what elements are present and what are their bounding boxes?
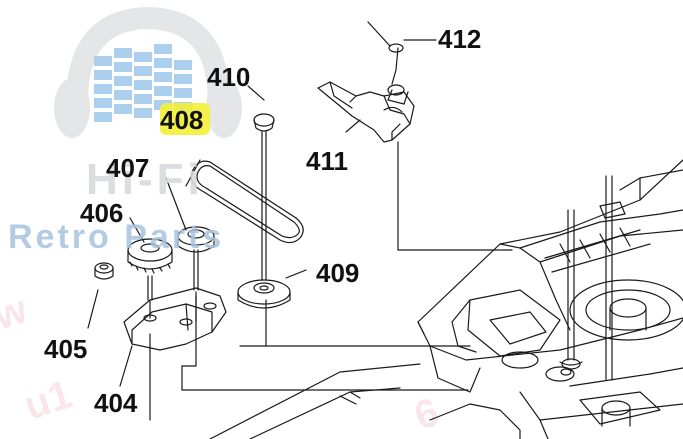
part-label-404: 404 [94,388,138,418]
pulley-409 [237,279,291,309]
highlight-marker [160,103,210,135]
part-label-407: 407 [106,153,150,183]
svg-text:u1: u1 [19,372,77,428]
deck-chassis [209,159,683,439]
gear-406 [127,238,173,301]
leader-lines [87,39,513,421]
part-label-412: 412 [438,24,482,54]
part-label-408: 408 [160,105,204,135]
lever-base-404 [123,287,227,351]
part-label-409: 409 [316,258,360,288]
part-label-406: 406 [80,198,124,228]
part-label-405: 405 [44,334,88,364]
watermark-retro-text: Retro Parts [8,218,225,256]
spring-412 [367,21,409,105]
belt-408 [190,160,304,244]
svg-text:w: w [0,287,33,339]
washer-405 [94,262,114,280]
svg-text:6: 6 [409,390,444,439]
pin-410 [253,113,275,281]
watermark-faint-text: w u1 6 [0,287,444,439]
bracket-411 [317,81,415,143]
gear-407 [177,226,215,291]
part-label-410: 410 [207,62,251,92]
part-label-411: 411 [306,146,348,176]
watermark-hifi-text: Hi-Fi [86,155,204,204]
